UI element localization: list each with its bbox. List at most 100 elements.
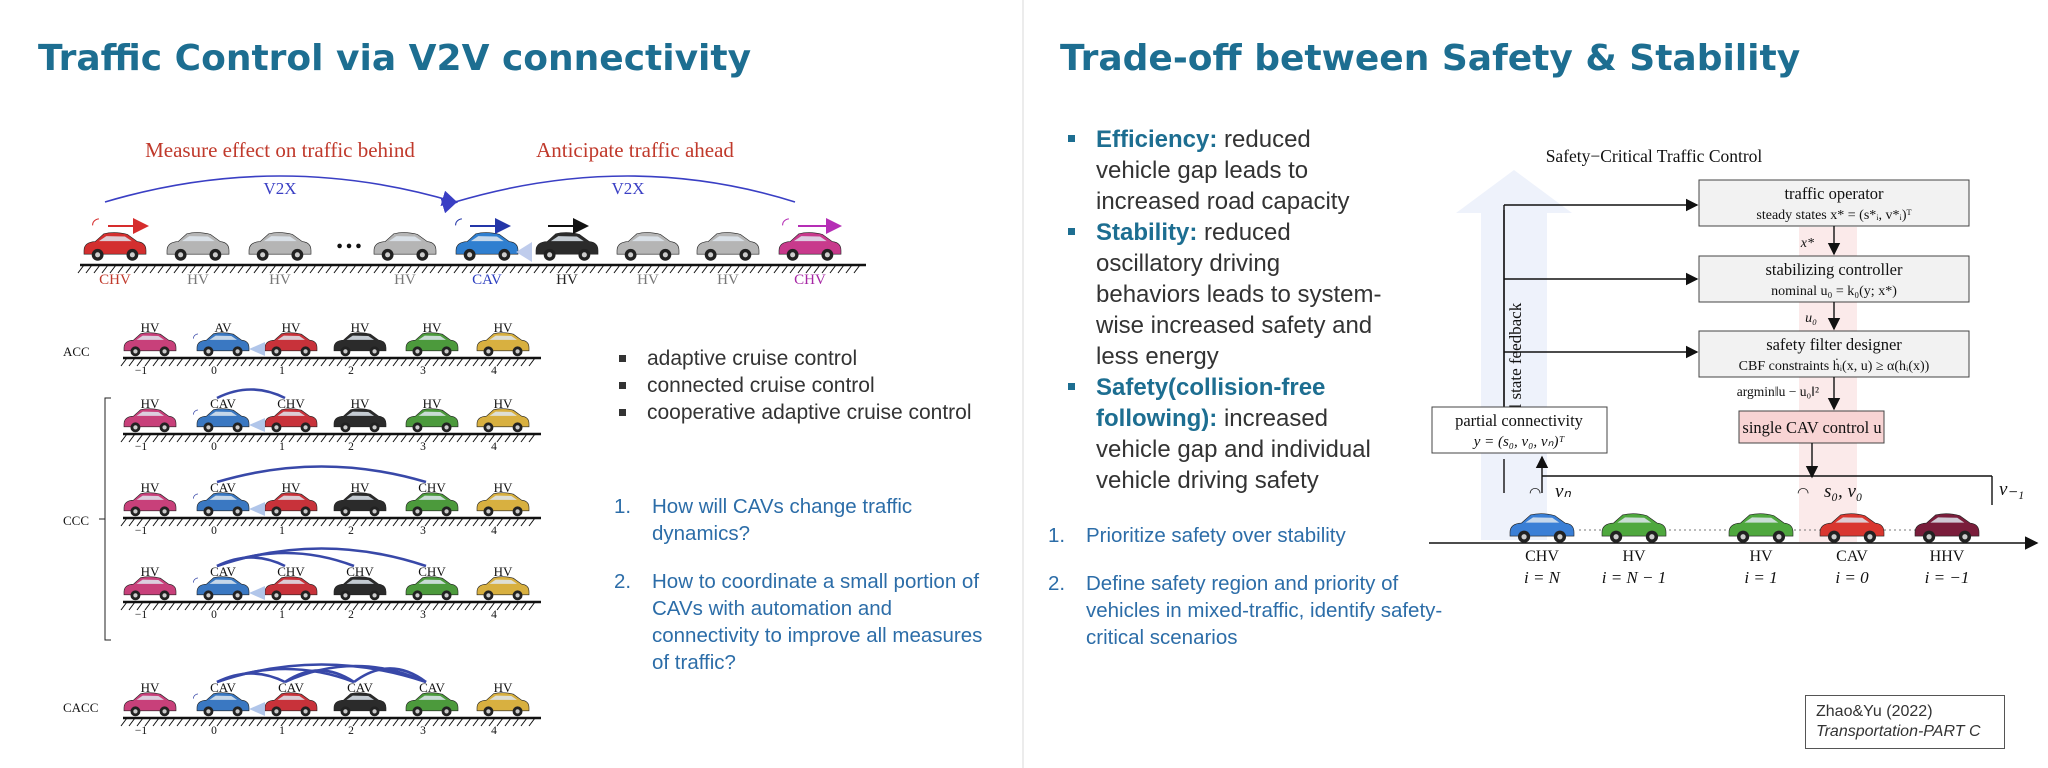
vehicle-car [333, 332, 387, 357]
vehicle-index: −1 [135, 365, 147, 377]
v2x-right-label: V2X [611, 179, 644, 198]
vehicle-label: HV [187, 272, 209, 288]
vehicle-index: −1 [135, 441, 147, 453]
strategy-road [120, 356, 541, 367]
vehicle-label: CAV [419, 680, 445, 695]
partial-connectivity-box [1431, 406, 1608, 454]
vehicle-car [264, 332, 318, 357]
vehicle-label: CHV [418, 480, 446, 495]
ccc-label: CCC [63, 513, 89, 528]
vehicle-index: 1 [279, 441, 285, 453]
slide-title: Trade-off between Safety & Stability [1060, 38, 1801, 79]
left-slide: Traffic Control via V2V connectivity Mea… [0, 0, 1022, 768]
vehicle-index: 4 [491, 525, 497, 537]
vehicle-label: HV [351, 320, 370, 335]
svg-text:single CAV control u: single CAV control u [1742, 418, 1881, 437]
svg-text:stabilizing controller: stabilizing controller [1765, 260, 1903, 279]
cacc-label: CACC [63, 700, 98, 715]
point-safety: Safety(collision-free following): increa… [1064, 372, 1384, 496]
vehicle-car [1914, 513, 1980, 543]
vehicle-label: HV [494, 564, 513, 579]
safety-filter-box [1698, 330, 1970, 378]
vehicle-label: CAV [210, 480, 236, 495]
vehicle-car [248, 232, 312, 261]
vehicle-label: HV [351, 396, 370, 411]
diagram-title: Safety−Critical Traffic Control [1546, 146, 1763, 166]
vehicle-index: 1 [279, 365, 285, 377]
vehicle-car [476, 492, 530, 517]
svg-text:y = (s₀, v₀, vₙ)ᵀ: y = (s₀, v₀, vₙ)ᵀ [1472, 434, 1566, 450]
vehicle-car [123, 332, 177, 357]
vehicle-car [455, 232, 519, 261]
vehicle-car [264, 692, 318, 717]
vehicle-label: HV [494, 480, 513, 495]
svg-text:argmin‖u − u₀‖²: argmin‖u − u₀‖² [1737, 384, 1819, 399]
priority-item: 1.Prioritize safety over stability [1048, 524, 1346, 547]
vehicle-label: CHV [1525, 548, 1559, 565]
vehicle-index: 2 [348, 365, 354, 377]
citation-box: Zhao&Yu (2022) Transportation-PART C [1805, 695, 2005, 749]
vehicle-car [1601, 513, 1667, 543]
vehicle-label: CHV [794, 272, 826, 288]
safety-critical-diagram: Safety−Critical Traffic Control partial … [1429, 146, 2039, 587]
vehicle-label: HV [141, 480, 160, 495]
vehicle-car [264, 576, 318, 601]
strategy-road [120, 716, 541, 727]
priority-list: 1.Prioritize safety over stability 2.Def… [1048, 522, 1448, 651]
bullet-item: adaptive cruise control [615, 345, 995, 372]
question-list: 1.How will CAVs change traffic dynamics?… [614, 493, 994, 676]
vehicle-index: 0 [211, 525, 217, 537]
vehicle-index: 1 [279, 725, 285, 737]
vehicle-index: i = N − 1 [1602, 568, 1667, 587]
v2x-right-arc [440, 175, 796, 214]
vehicle-car [123, 492, 177, 517]
svg-text:safety filter designer: safety filter designer [1766, 335, 1902, 354]
vehicle-car [123, 576, 177, 601]
v2x-left-arc [104, 175, 459, 207]
vehicle-index: i = N [1524, 568, 1562, 587]
strategy-road [120, 600, 541, 611]
vehicle-label: HHV [1930, 548, 1965, 565]
vehicle-car [405, 408, 459, 433]
wifi-icon: ◜ [193, 490, 198, 505]
vehicle-label: HV [637, 272, 659, 288]
vehicle-label: HV [1749, 548, 1773, 565]
vehicle-label: HV [494, 320, 513, 335]
vehicle-car [476, 408, 530, 433]
vehicle-car [1819, 513, 1885, 543]
vehicle-label: HV [141, 320, 160, 335]
vehicle-index: 1 [279, 525, 285, 537]
vehicle-car [476, 332, 530, 357]
vehicle-car [1728, 513, 1794, 543]
vehicle-label: HV [494, 396, 513, 411]
vehicle-car [123, 692, 177, 717]
vehicle-car [405, 692, 459, 717]
wifi-icon: ◜ [92, 214, 99, 234]
vehicle-car [166, 232, 230, 261]
svg-text:nominal u₀ = k₀(y; x*): nominal u₀ = k₀(y; x*) [1771, 284, 1897, 299]
vehicle-label: CAV [1836, 548, 1868, 565]
vehicle-car [405, 492, 459, 517]
wifi-icon: ◜ [455, 214, 462, 234]
vehicle-car [333, 408, 387, 433]
vehicle-car [778, 232, 842, 261]
vehicle-label: HV [556, 272, 578, 288]
vehicle-car [333, 692, 387, 717]
v2x-figure: Measure effect on traffic behind Anticip… [77, 138, 866, 288]
vehicle-index: 0 [211, 441, 217, 453]
vehicle-label: CAV [472, 272, 502, 288]
vehicle-label: CAV [210, 680, 236, 695]
vehicle-label: HV [282, 480, 301, 495]
svg-text:steady states x* = (s*ᵢ, v*ᵢ)ᵀ: steady states x* = (s*ᵢ, v*ᵢ)ᵀ [1756, 208, 1911, 223]
vehicle-car [373, 232, 437, 261]
vehicle-label: CAV [210, 564, 236, 579]
vehicle-car [1509, 513, 1575, 543]
vehicle-label: CHV [418, 564, 446, 579]
svg-text:s₀, v₀: s₀, v₀ [1824, 481, 1863, 502]
vehicle-car [196, 332, 250, 357]
vehicle-index: 3 [420, 441, 426, 453]
slide-title: Traffic Control via V2V connectivity [38, 38, 752, 79]
wifi-icon: ◜ [782, 214, 789, 234]
vehicle-index: 4 [491, 365, 497, 377]
vehicle-index: 2 [348, 441, 354, 453]
